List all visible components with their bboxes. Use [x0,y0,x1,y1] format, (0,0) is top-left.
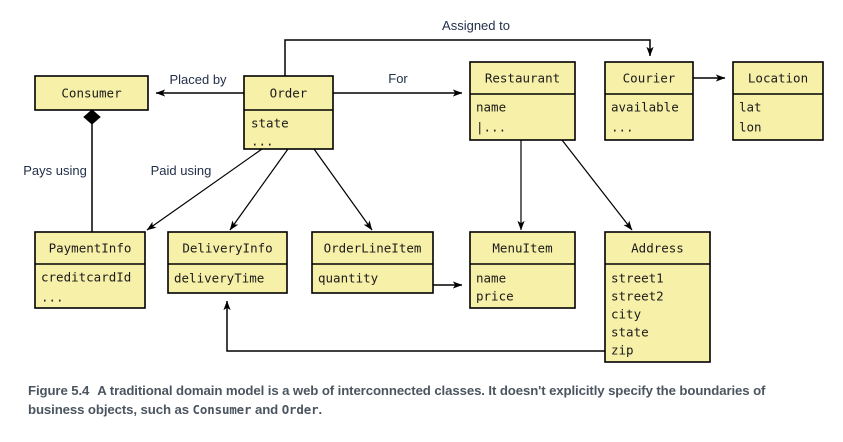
caption-text-part3: . [318,402,323,417]
edge-order-assigned-to-courier: Assigned to [284,18,654,76]
class-attr-orderlineitem-quantity: quantity [318,271,379,286]
class-attr-restaurant-name: name [476,100,506,115]
class-name-consumer: Consumer [61,86,122,101]
class-attr-paymentinfo-ellipsis: ... [41,290,64,305]
uml-class-location[interactable]: Location lat lon [732,61,824,141]
caption-text-part2: and [251,402,282,417]
uml-class-diagram: Assigned to Placed by For Pays using Pai… [23,18,824,363]
edge-label-assigned-to: Assigned to [442,18,510,33]
class-attr-address-zip: zip [611,343,634,358]
uml-class-menu-item[interactable]: MenuItem name price [469,231,576,309]
class-attr-menuitem-price: price [476,289,514,304]
edge-order-order-line-item [313,148,373,231]
edge-order-delivery-info [229,148,289,231]
edge-label-pays-using: Pays using [23,163,87,178]
class-name-location: Location [748,71,808,86]
uml-class-delivery-info[interactable]: DeliveryInfo deliveryTime [167,231,288,294]
class-name-courier: Courier [623,71,676,86]
edge-consumer-pays-using-paymentinfo: Pays using [23,109,101,232]
class-attr-location-lat: lat [739,100,762,115]
edge-label-paid-using: Paid using [151,163,212,178]
caption-code-order: Order [281,402,319,417]
class-attr-address-street2: street2 [611,289,664,304]
caption-text-part1: A traditional domain model is a web of i… [28,383,766,417]
class-attr-address-street1: street1 [611,271,664,286]
class-attr-address-state: state [611,325,649,340]
uml-class-payment-info[interactable]: PaymentInfo creditcardId ... [34,231,146,309]
class-attr-paymentinfo-creditcardid: creditcardId [41,270,131,285]
class-name-restaurant: Restaurant [485,71,560,86]
class-name-menu-item: MenuItem [492,241,552,256]
edge-label-for: For [388,71,408,86]
uml-class-order[interactable]: Order state ... [243,75,334,150]
class-attr-courier-ellipsis: ... [611,120,634,135]
class-name-order: Order [270,86,308,101]
uml-class-courier[interactable]: Courier available ... [604,61,694,141]
uml-class-restaurant[interactable]: Restaurant name |... [469,61,576,141]
edge-address-delivery-info [223,300,605,352]
edge-order-for-restaurant: For [333,71,463,97]
class-attr-address-city: city [611,307,642,322]
uml-class-consumer[interactable]: Consumer [34,75,149,111]
class-attr-courier-available: available [611,100,679,115]
class-name-payment-info: PaymentInfo [49,241,132,256]
edge-order-paid-using-paymentinfo: Paid using [146,148,263,231]
composition-diamond-icon [83,109,101,125]
class-attr-deliveryinfo-deliverytime: deliveryTime [174,271,264,286]
caption-code-consumer: Consumer [192,402,252,417]
class-attr-location-lon: lon [739,120,762,135]
uml-class-order-line-item[interactable]: OrderLineItem quantity [311,231,434,294]
class-attr-menuitem-name: name [476,271,506,286]
class-name-delivery-info: DeliveryInfo [182,241,272,256]
class-name-address: Address [631,241,684,256]
edge-restaurant-address [561,139,633,231]
class-attr-order-ellipsis: ... [251,134,274,149]
class-attr-restaurant-ellipsis: |... [476,120,506,135]
class-name-order-line-item: OrderLineItem [324,241,422,256]
uml-class-address[interactable]: Address street1 street2 city state zip [604,231,711,363]
edge-order-placed-by-consumer: Placed by [155,72,244,97]
edge-label-placed-by: Placed by [169,72,227,87]
figure-number: Figure 5.4 [28,383,90,398]
class-attr-order-state: state [251,116,289,131]
